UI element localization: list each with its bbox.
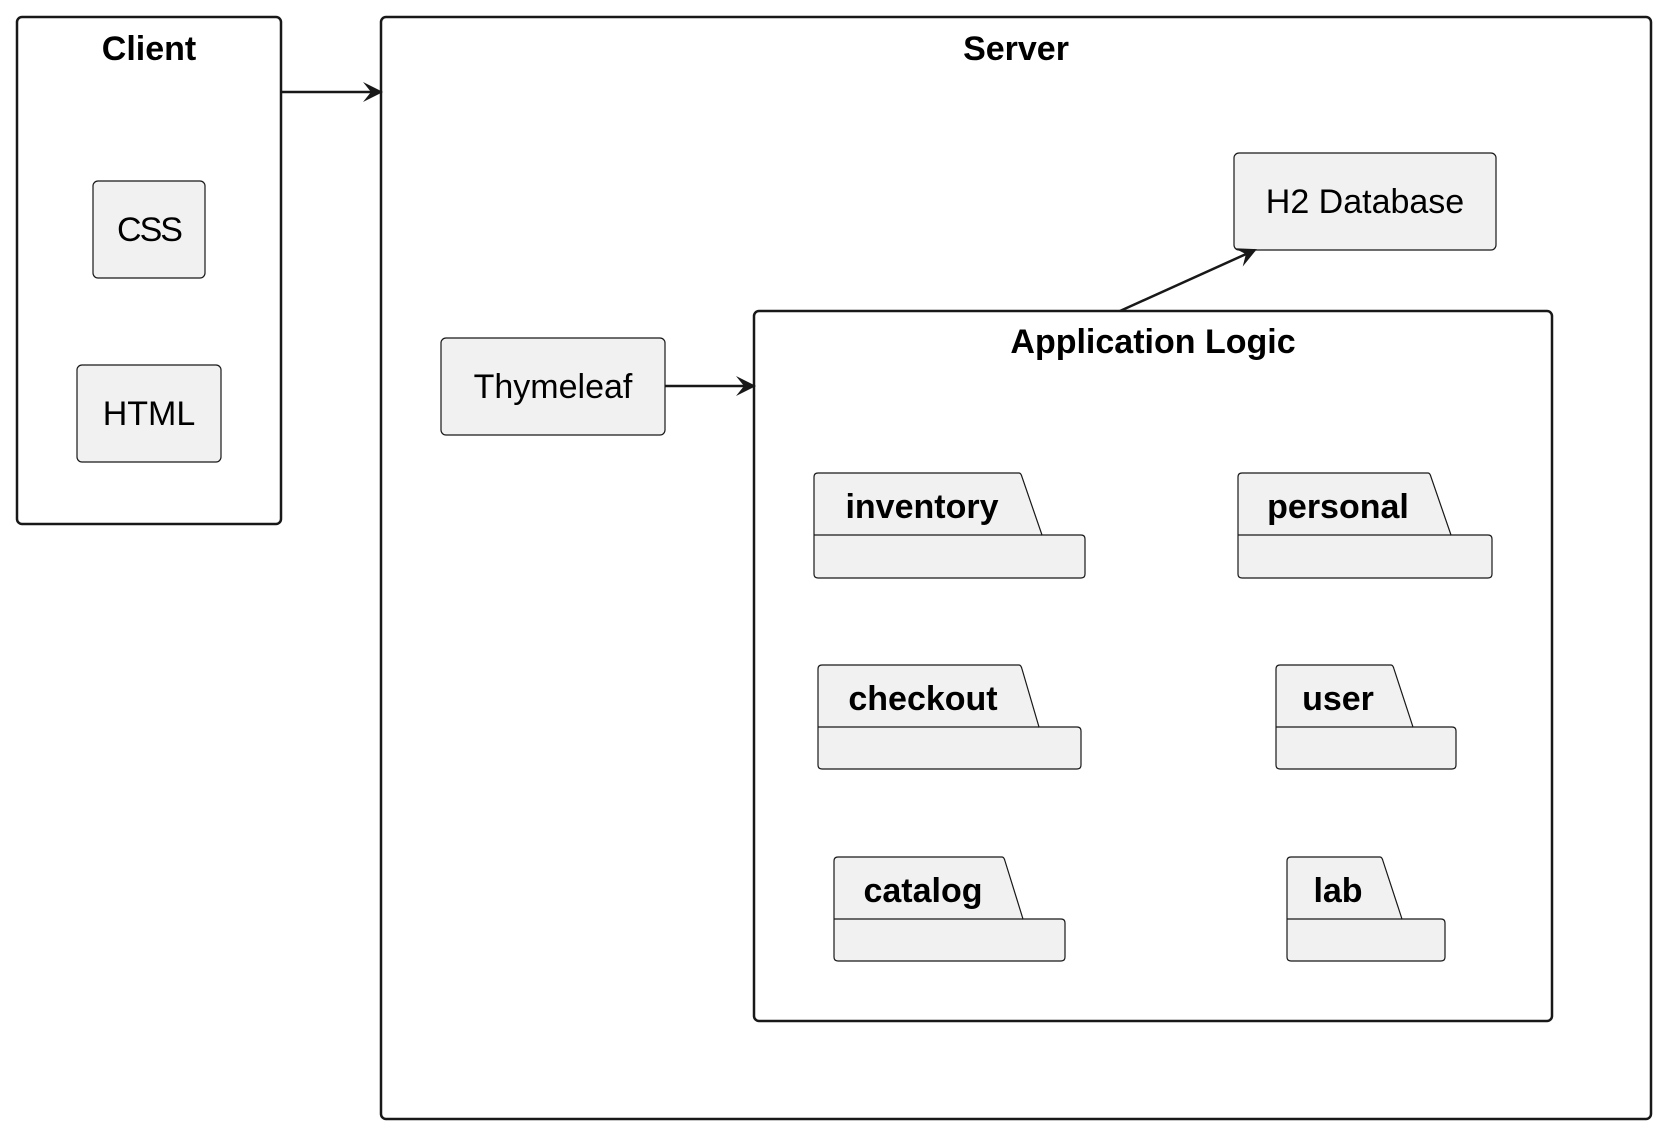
package-catalog[interactable]: catalog [833, 856, 1066, 962]
css-node[interactable]: CSS [92, 180, 206, 279]
thymeleaf-node-label: Thymeleaf [474, 368, 633, 406]
server-frame-title: Server [963, 30, 1069, 68]
h2-database-node-label: H2 Database [1266, 183, 1464, 221]
thymeleaf-node[interactable]: Thymeleaf [440, 337, 666, 436]
package-lab[interactable]: lab [1286, 856, 1446, 962]
html-node-label: HTML [103, 395, 196, 433]
package-catalog-label: catalog [863, 872, 982, 910]
application-logic-frame-title: Application Logic [1010, 323, 1295, 361]
package-personal-label: personal [1267, 488, 1409, 526]
client-frame-title: Client [102, 30, 196, 68]
package-personal[interactable]: personal [1237, 472, 1493, 579]
package-checkout[interactable]: checkout [817, 664, 1082, 770]
package-user[interactable]: user [1275, 664, 1457, 770]
html-node[interactable]: HTML [76, 364, 222, 463]
package-checkout-label: checkout [848, 680, 997, 718]
package-inventory[interactable]: inventory [813, 472, 1086, 579]
edge-application-logic-to-h2-database [1119, 248, 1257, 313]
package-inventory-label: inventory [845, 488, 998, 526]
package-lab-label: lab [1313, 872, 1362, 910]
css-node-label: CSS [117, 211, 182, 249]
h2-database-node[interactable]: H2 Database [1233, 152, 1497, 251]
package-user-label: user [1302, 680, 1374, 718]
